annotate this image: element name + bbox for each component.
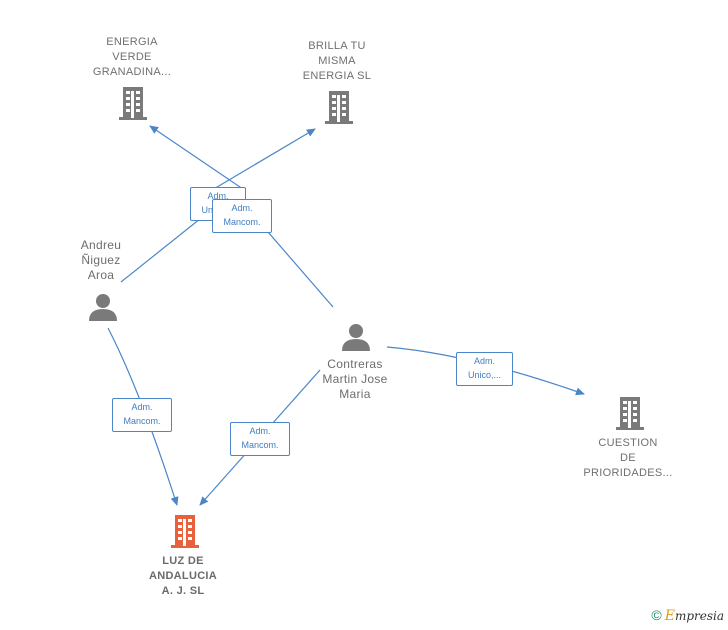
building-icon[interactable] [614,395,646,431]
edge-label-line: Mancom. [123,416,161,426]
edge-label-line: Adm. [131,402,153,412]
building-icon[interactable] [169,513,201,549]
label-line: Andreu [80,238,122,252]
label-line: A. J. SL [161,585,205,597]
person-icon[interactable] [88,292,118,322]
label-line: ENERGIA [106,36,158,48]
edge-label-contreras-cuestion[interactable]: Adm. Unico,... [456,352,513,386]
label-line: Maria [339,387,371,401]
edge-label-line: Mancom. [241,440,279,450]
label-line: Contreras [327,357,383,371]
copyright-icon: © [651,607,662,623]
label-line: Martin Jose [322,372,388,386]
brand-name: mpresia [674,609,724,623]
label-line: BRILLA TU [308,40,366,52]
edge-label-line: Adm. [207,191,229,201]
edge-label-line: Adm. [473,356,495,366]
person-icon[interactable] [341,322,371,352]
building-icon[interactable] [323,89,355,125]
footer-brand: ©Empresia [651,607,724,624]
edge-label-contreras-luz[interactable]: Adm. Mancom. [230,422,290,456]
building-icon[interactable] [117,85,149,121]
label-line: GRANADINA... [92,66,172,78]
edge-label-contreras-brilla[interactable]: Adm. Mancom. [212,199,272,233]
edge-label-line: Mancom. [223,217,261,227]
edge-label-line: Unico,... [467,370,501,380]
edge-label-andreu-luz[interactable]: Adm. Mancom. [112,398,172,432]
label-line: ANDALUCIA [148,570,218,582]
label-line: MISMA [318,55,356,67]
person-andreu-label[interactable]: Andreu Ñiguez Aroa [60,238,142,283]
company-energia-verde-label[interactable]: ENERGIA VERDE GRANADINA... [82,35,182,80]
company-luz-andalucia-label[interactable]: LUZ DE ANDALUCIA A. J. SL [132,554,234,599]
label-line: DE [620,452,636,464]
label-line: Aroa [87,268,115,282]
company-brilla-label[interactable]: BRILLA TU MISMA ENERGIA SL [287,39,387,84]
person-contreras-label[interactable]: Contreras Martin Jose Maria [303,357,407,402]
brand-initial: E [664,608,675,624]
label-line: LUZ DE [162,555,204,567]
company-cuestion-label[interactable]: CUESTION DE PRIORIDADES... [573,436,683,481]
label-line: PRIORIDADES... [583,467,673,479]
brand-logo: Empresia [664,608,724,624]
label-line: CUESTION [598,437,658,449]
edge-label-line: Adm. [249,426,271,436]
label-line: VERDE [112,51,152,63]
edge-label-line: Adm. [231,203,253,213]
label-line: ENERGIA SL [302,70,372,82]
label-line: Ñiguez [81,253,121,267]
